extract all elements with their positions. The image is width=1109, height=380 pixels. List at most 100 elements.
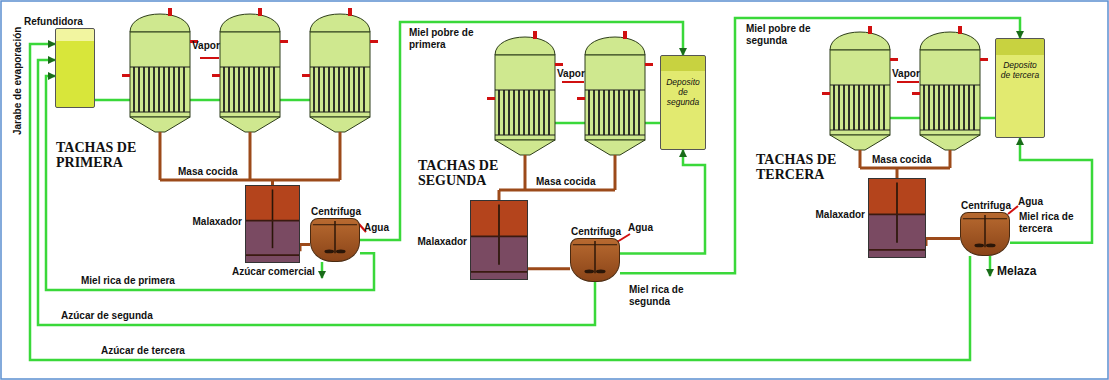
tube-sheet xyxy=(830,130,890,131)
syrup-line xyxy=(1010,138,1092,243)
pan-dome xyxy=(585,37,645,55)
heating-tube xyxy=(338,67,340,112)
heating-tube xyxy=(633,90,635,135)
pan-cone xyxy=(130,117,190,132)
massecuite-pipe xyxy=(896,168,899,178)
heating-tube xyxy=(533,90,535,135)
heating-tube xyxy=(963,85,965,130)
heating-tube xyxy=(503,90,505,135)
side-valve xyxy=(822,92,830,95)
feed-pipe xyxy=(190,99,220,102)
heating-tube xyxy=(158,67,160,112)
heating-tube xyxy=(363,67,365,112)
crystallizer-tank: Malaxador xyxy=(868,178,926,258)
tube-sheet xyxy=(130,67,190,68)
heating-tube xyxy=(333,67,335,112)
vent-valve xyxy=(348,8,352,16)
side-valve xyxy=(555,63,563,66)
heating-tube xyxy=(548,90,550,135)
equipment-detail xyxy=(571,239,619,281)
flow-label: Azúcar de segunda xyxy=(60,310,154,322)
heating-tube xyxy=(223,67,225,112)
heating-tube xyxy=(258,67,260,112)
molasses-outlet xyxy=(989,256,992,276)
level-line xyxy=(246,220,299,222)
massecuite-pipe xyxy=(499,189,615,192)
callout-label: Masa cocida xyxy=(536,176,595,188)
heating-tube xyxy=(233,67,235,112)
heating-tube xyxy=(638,90,640,135)
equipment-detail xyxy=(961,213,1009,255)
heating-tube xyxy=(353,67,355,112)
massecuite-pipe xyxy=(614,155,617,190)
vacuum-pan xyxy=(912,26,988,150)
heating-tube xyxy=(133,67,135,112)
syrup-line xyxy=(46,76,374,290)
steam-inlet xyxy=(897,81,919,83)
centrifuge-lid xyxy=(573,244,617,245)
heating-tube xyxy=(858,85,860,130)
pan-cone xyxy=(920,135,980,150)
feed-pipe xyxy=(645,122,660,125)
heating-tube xyxy=(933,85,935,130)
pan-body xyxy=(220,32,280,117)
node-label: Centrifuga xyxy=(961,200,1011,212)
vacuum-pan xyxy=(487,31,563,155)
stirrer-blade xyxy=(974,244,984,248)
heating-tube xyxy=(943,85,945,130)
pan-cone xyxy=(310,117,370,132)
callout-label: Agua xyxy=(364,222,389,234)
callout-label: Azúcar comercial xyxy=(232,266,315,278)
heating-tube xyxy=(863,85,865,130)
pan-dome xyxy=(830,32,890,50)
level-line xyxy=(471,271,527,273)
heating-tube xyxy=(538,90,540,135)
pan-cone xyxy=(495,140,555,155)
massecuite-pipe xyxy=(926,238,960,246)
heating-tube xyxy=(853,85,855,130)
heating-tube xyxy=(238,67,240,112)
callout-label: Agua xyxy=(1018,196,1043,208)
syrup-line xyxy=(620,150,705,253)
stirrer-blade xyxy=(584,270,594,274)
massecuite-pipe xyxy=(249,132,252,180)
tube-sheet xyxy=(220,67,280,68)
massecuite-pipe xyxy=(498,190,501,200)
callout-label: Masa cocida xyxy=(178,166,237,178)
level-line xyxy=(869,249,925,251)
heating-tube xyxy=(608,90,610,135)
crystallizer-tank: Malaxador xyxy=(245,185,300,263)
stirrer-shaft xyxy=(498,205,500,265)
sugar-outlet xyxy=(321,262,324,278)
heating-tube xyxy=(313,67,315,112)
heating-tube xyxy=(598,90,600,135)
feed-pipe xyxy=(555,122,585,125)
pan-cone xyxy=(585,140,645,155)
heating-tube xyxy=(138,67,140,112)
vacuum-pan xyxy=(822,26,898,150)
heating-tube xyxy=(868,85,870,130)
massecuite-pipe xyxy=(860,167,950,170)
heating-tube xyxy=(848,85,850,130)
heating-tube xyxy=(178,67,180,112)
centrifuge: Centrifuga xyxy=(310,218,360,262)
feed-pipe xyxy=(890,117,920,120)
callout-label: Agua xyxy=(628,222,653,234)
heating-tube xyxy=(343,67,345,112)
heating-tube xyxy=(348,67,350,112)
heating-tube xyxy=(603,90,605,135)
side-valve xyxy=(302,74,310,77)
tube-sheet xyxy=(585,135,645,136)
node-label: Deposito de segunda xyxy=(661,56,705,107)
node-label: Malaxador xyxy=(193,216,242,228)
heating-tube xyxy=(593,90,595,135)
tube-sheet xyxy=(220,112,280,113)
node-label: Centrifuga xyxy=(571,226,621,238)
callout-label: Vapor xyxy=(892,68,920,80)
flow-label: Miel rica de primera xyxy=(80,275,176,287)
heating-tube xyxy=(968,85,970,130)
pan-dome xyxy=(310,14,370,32)
stirrer-blade xyxy=(324,250,334,254)
